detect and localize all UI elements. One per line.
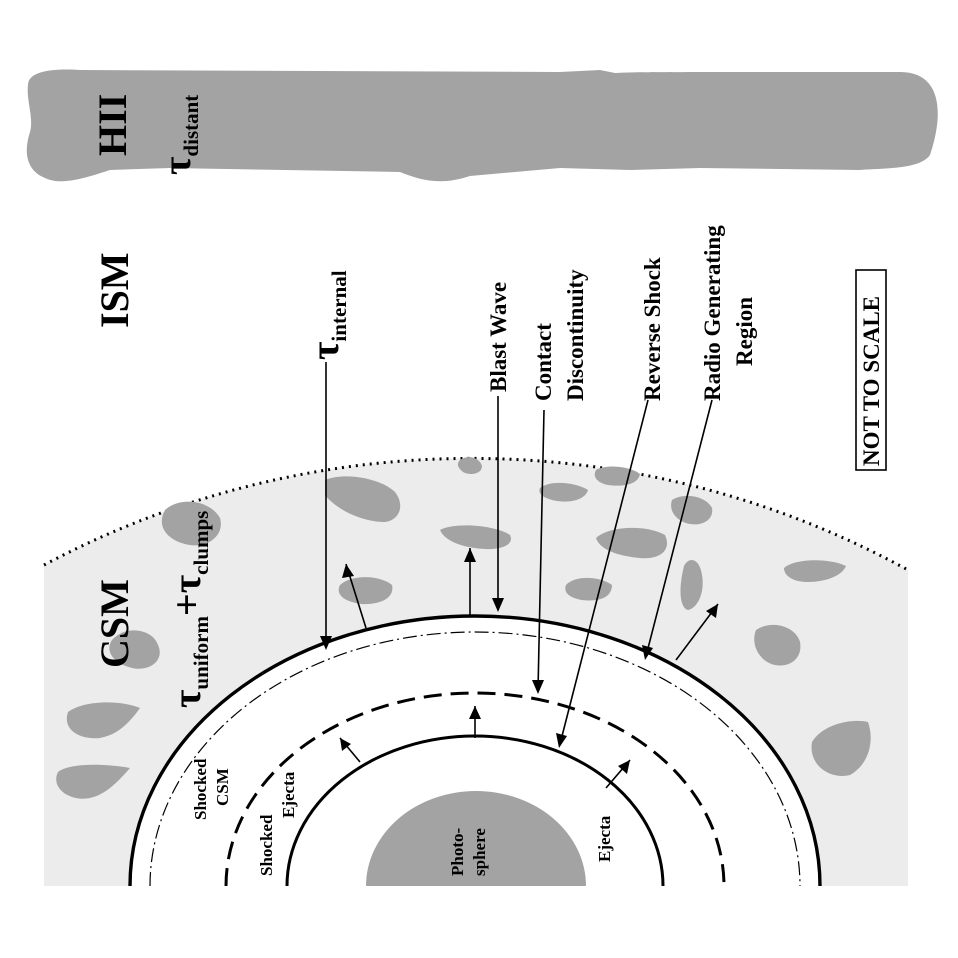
label-photo: Photo-	[448, 828, 467, 877]
labels: HII τdistant ISM τinternal CSM τuniform+…	[90, 94, 884, 876]
pointer-lines	[320, 362, 713, 748]
label-shocked-csm-2: CSM	[213, 768, 232, 806]
label-sphere: sphere	[470, 828, 489, 876]
pointer-contact	[537, 409, 545, 691]
label-ejecta: Ejecta	[595, 815, 614, 862]
label-shocked-csm-1: Shocked	[191, 758, 210, 820]
label-tau-internal: τinternal	[302, 270, 351, 360]
label-contact: Contact	[531, 323, 556, 401]
csm-clumps	[56, 457, 871, 799]
hii-region	[26, 69, 938, 182]
photosphere	[366, 791, 586, 886]
label-tau-distant: τdistant	[154, 95, 203, 175]
label-radio-generating: Radio Generating	[700, 225, 725, 401]
contact-discontinuity-dashed	[224, 691, 726, 887]
clump	[161, 501, 221, 546]
label-blast-wave: Blast Wave	[486, 282, 511, 392]
arrowhead	[464, 548, 476, 562]
tau-distant-subscript: distant	[179, 95, 203, 157]
clump	[565, 577, 612, 601]
tau-symbol: τ	[164, 690, 209, 708]
expansion-arrows	[339, 548, 719, 789]
clump	[109, 630, 160, 669]
arrowhead	[492, 598, 504, 612]
pointer-radio-region	[645, 399, 713, 657]
arrowhead	[556, 733, 567, 748]
label-ism: ISM	[92, 252, 137, 328]
label-shocked-ejecta-2: Ejecta	[279, 771, 298, 818]
bottom-strip	[0, 886, 958, 958]
plus-sign: +	[164, 593, 209, 616]
clump	[680, 560, 703, 610]
label-discontinuity: Discontinuity	[563, 269, 588, 401]
label-shocked-ejecta-1: Shocked	[257, 814, 276, 876]
tau-uniform-subscript: uniform	[189, 616, 213, 690]
arrowhead	[532, 680, 544, 694]
arrowhead	[469, 706, 481, 719]
tau-symbol: τ	[164, 575, 209, 593]
arrowhead	[320, 636, 332, 650]
clump	[457, 457, 482, 474]
label-tau-uniform-clumps: τuniform+τclumps	[164, 511, 213, 708]
clump	[325, 476, 401, 522]
clump	[440, 525, 511, 550]
clump	[784, 560, 846, 582]
label-reverse-shock: Reverse Shock	[640, 257, 665, 401]
tau-symbol: τ	[154, 157, 199, 175]
label-csm: CSM	[92, 579, 137, 668]
arrowhead	[618, 760, 630, 774]
clump	[56, 764, 130, 799]
tau-clumps-subscript: clumps	[189, 511, 213, 575]
label-hii: HII	[90, 94, 135, 156]
arrowhead	[706, 604, 718, 618]
blast-wave-shell	[128, 614, 822, 887]
clump	[594, 466, 640, 486]
arrowhead	[340, 738, 351, 751]
clump	[66, 702, 140, 739]
pointer-reverse-shock	[559, 399, 649, 745]
label-region: Region	[732, 297, 757, 366]
arrowhead	[342, 564, 354, 578]
tau-internal-subscript: internal	[327, 270, 351, 341]
clump	[754, 624, 801, 666]
label-not-to-scale: NOT TO SCALE	[859, 296, 884, 466]
shocked-region-fill	[130, 616, 820, 886]
radio-region-dashdot	[149, 631, 801, 887]
tau-symbol: τ	[302, 342, 347, 360]
arrowhead	[642, 645, 653, 660]
clump	[811, 720, 871, 776]
not-to-scale-box	[855, 269, 887, 471]
clump	[539, 482, 588, 502]
